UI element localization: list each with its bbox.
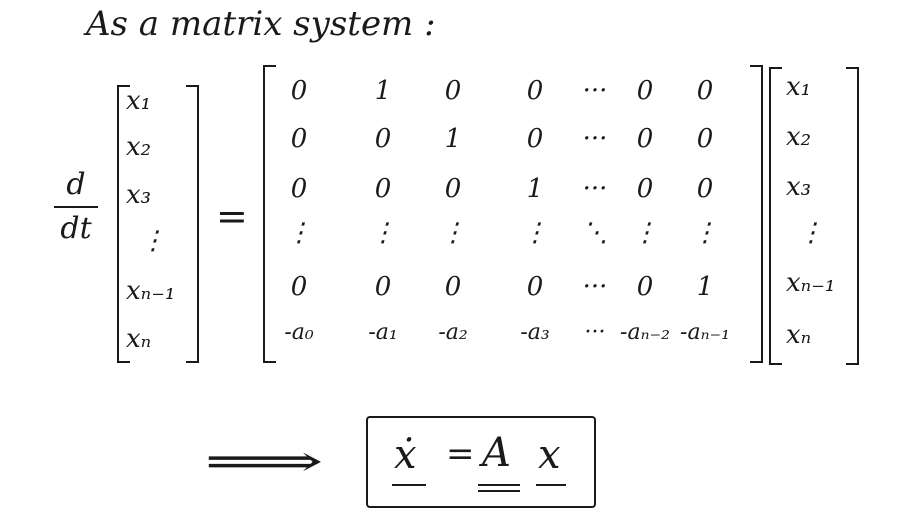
matrix-entry: 0 [374, 174, 392, 204]
left-vector-entry: x₂ [126, 132, 152, 162]
matrix-entry: ⋮ [440, 218, 466, 248]
matrix-entry: 0 [444, 272, 462, 302]
matrix-entry: 1 [696, 272, 714, 302]
matrix-entry: 0 [636, 174, 654, 204]
left-vector-entry: xₙ₋₁ [126, 276, 176, 306]
left-vector-entry: ⋮ [140, 226, 166, 256]
matrix-entry: ⋮ [522, 218, 548, 248]
matrix-entry: ⋮ [370, 218, 396, 248]
left-vector: x₁ x₂ x₃ ⋮ xₙ₋₁ xₙ [126, 80, 206, 370]
matrix-entry: ··· [582, 76, 608, 106]
left-vector-entry: x₁ [126, 86, 152, 116]
implies-arrow: ⟹ [204, 436, 324, 487]
matrix-entry: 0 [290, 174, 308, 204]
result-equals: = [446, 434, 475, 474]
matrix-entry: 0 [526, 272, 544, 302]
matrix-entry: 0 [636, 76, 654, 106]
matrix-entry: 0 [696, 174, 714, 204]
state-x: x [538, 432, 561, 478]
matrix-entry: 0 [696, 76, 714, 106]
matrix-entry: ⋮ [632, 218, 658, 248]
matrix-brackets [263, 65, 763, 363]
matrix-entry: -a₀ [284, 320, 314, 345]
matrix-a: A [482, 430, 511, 476]
matrix-entry: ⋮ [692, 218, 718, 248]
a-underline-2 [478, 490, 520, 492]
derivative-operator: d dt [52, 168, 100, 246]
matrix-entry: ⋮ [286, 218, 312, 248]
matrix-entry: -a₁ [368, 320, 398, 345]
right-vector-brackets [769, 67, 859, 365]
matrix-entry: 0 [374, 124, 392, 154]
companion-matrix: 0 1 0 0 ··· 0 0 0 0 1 0 ··· 0 0 0 0 0 1 ··· 0 0 ⋮ ⋮ ⋮ ⋮ ⋱ ⋮ ⋮ 0 0 0 0 ··… [270, 62, 760, 362]
title: As a matrix system : [86, 4, 436, 44]
left-vector-entry: x₃ [126, 180, 152, 210]
right-vector-entry: x₁ [786, 72, 812, 102]
right-vector-entry: x₃ [786, 172, 812, 202]
matrix-entry: 1 [526, 174, 544, 204]
matrix-entry: 0 [526, 76, 544, 106]
derivative-numerator: d [66, 167, 86, 202]
matrix-entry: 0 [290, 124, 308, 154]
result-box: ẋ = A x [366, 416, 596, 508]
x-dot: ẋ [394, 432, 417, 478]
matrix-entry: 0 [444, 174, 462, 204]
derivative-denominator: dt [60, 211, 92, 246]
a-underline-1 [478, 484, 520, 486]
xdot-underline [392, 484, 426, 486]
x-underline [536, 484, 566, 486]
matrix-entry: ··· [582, 174, 608, 204]
right-vector-entry: xₙ [786, 320, 812, 350]
matrix-entry: 0 [374, 272, 392, 302]
right-vector-entry: x₂ [786, 122, 812, 152]
matrix-entry: 0 [636, 124, 654, 154]
matrix-entry: -aₙ₋₂ [620, 320, 670, 345]
fraction-bar [54, 206, 98, 208]
matrix-entry: ··· [582, 272, 608, 302]
matrix-entry: -aₙ₋₁ [680, 320, 730, 345]
matrix-entry: ··· [582, 124, 608, 154]
right-vector: x₁ x₂ x₃ ⋮ xₙ₋₁ xₙ [786, 62, 866, 362]
matrix-entry: 0 [526, 124, 544, 154]
right-vector-entry: ⋮ [798, 218, 824, 248]
matrix-entry: 0 [636, 272, 654, 302]
matrix-entry: 0 [290, 76, 308, 106]
right-vector-entry: xₙ₋₁ [786, 268, 836, 298]
matrix-entry: -a₂ [438, 320, 468, 345]
matrix-entry: 1 [444, 124, 462, 154]
equals-sign: = [216, 194, 248, 238]
matrix-entry: 0 [696, 124, 714, 154]
left-vector-brackets [117, 85, 199, 363]
matrix-entry: ··· [584, 320, 606, 345]
matrix-entry: 1 [374, 76, 392, 106]
matrix-entry: -a₃ [520, 320, 550, 345]
matrix-entry: ⋱ [582, 218, 608, 248]
matrix-entry: 0 [444, 76, 462, 106]
matrix-entry: 0 [290, 272, 308, 302]
left-vector-entry: xₙ [126, 324, 152, 354]
